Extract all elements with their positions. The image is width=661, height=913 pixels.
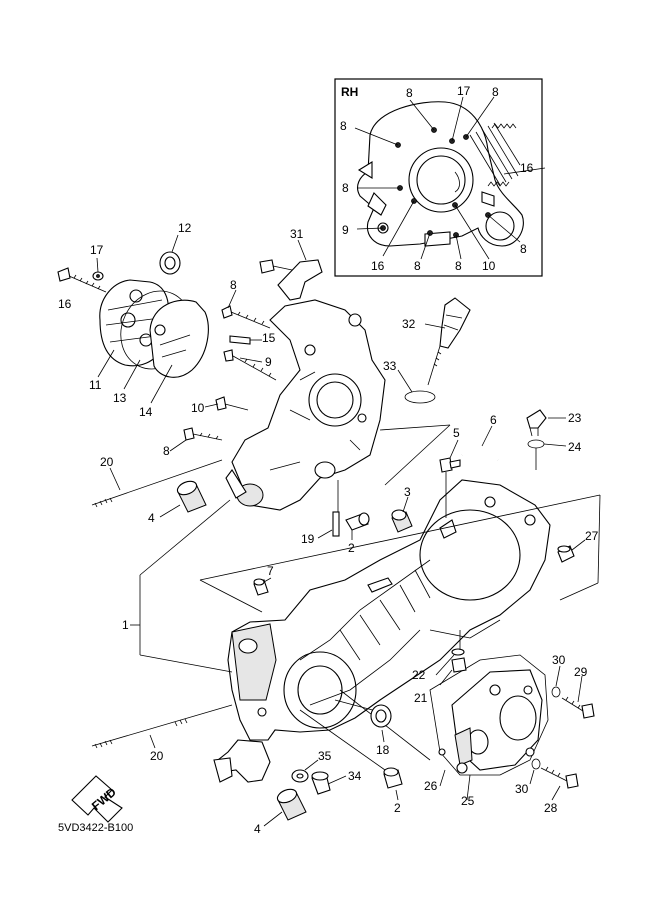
callout-c13: 13 (113, 391, 127, 405)
projection-lines (130, 424, 601, 771)
bolt-21 (435, 630, 467, 686)
callout-c23: 23 (568, 411, 582, 425)
callout-c30b: 30 (515, 782, 529, 796)
callout-c27: 27 (585, 529, 599, 543)
callout-r8f: 8 (455, 259, 462, 273)
part-code: 5VD3422-B100 (58, 822, 134, 834)
rh-inset: RH (334, 78, 546, 277)
dowel-2-lower (383, 767, 403, 801)
callout-c6: 6 (490, 413, 497, 427)
inset-leaders (354, 96, 546, 260)
bushing-4-upper (159, 480, 207, 518)
callout-c28: 28 (544, 801, 558, 815)
callout-c20b: 20 (150, 749, 164, 763)
bolt-28 (529, 758, 579, 801)
callout-c34: 34 (348, 769, 362, 783)
bolts-left (169, 289, 277, 452)
callout-c29: 29 (574, 665, 588, 679)
left-crankcase (225, 299, 386, 511)
stud-20-upper (91, 459, 223, 508)
dowel-7 (253, 577, 272, 596)
dipstick-32 (397, 297, 471, 404)
callout-c4b: 4 (254, 822, 261, 836)
dowel-27 (557, 539, 586, 563)
callout-c25: 25 (461, 794, 475, 808)
callout-c35: 35 (318, 749, 332, 763)
callout-r9: 9 (342, 223, 349, 237)
callout-c3: 3 (404, 485, 411, 499)
callout-c8b: 8 (163, 444, 170, 458)
lower-mount (213, 739, 307, 827)
seal-18 (370, 704, 392, 743)
callout-c8a: 8 (230, 278, 237, 292)
rh-inset-label: RH (341, 85, 358, 99)
callout-r16a: 16 (520, 161, 534, 175)
callout-r8d: 8 (342, 181, 349, 195)
callout-c4a: 4 (148, 511, 155, 525)
left-cover-group (57, 234, 209, 404)
callout-c7: 7 (267, 564, 274, 578)
callout-r8c: 8 (492, 85, 499, 99)
callout-c12: 12 (178, 221, 192, 235)
callout-c24: 24 (568, 440, 582, 454)
right-crankcase (227, 479, 551, 741)
callout-r17: 17 (457, 84, 471, 98)
callout-c10: 10 (191, 401, 205, 415)
fwd-arrow-icon: FWD (71, 775, 123, 823)
bolt-29 (551, 665, 595, 719)
callout-c26: 26 (424, 779, 438, 793)
callout-c18: 18 (376, 743, 390, 757)
plug-23 (526, 409, 567, 470)
callout-r8e: 8 (414, 259, 421, 273)
callout-c9: 9 (265, 355, 272, 369)
callout-r8b: 8 (406, 86, 413, 100)
fitting-5-hose-6 (439, 425, 500, 518)
pin-19-dowel-2 (317, 480, 370, 540)
callout-r16b: 16 (371, 259, 385, 273)
callout-c19: 19 (301, 532, 315, 546)
callout-c33: 33 (383, 359, 397, 373)
callout-r8g: 8 (520, 242, 527, 256)
callout-c11: 11 (89, 378, 102, 392)
callout-c5: 5 (453, 426, 460, 440)
callout-c16: 16 (58, 297, 72, 311)
callout-c21: 21 (414, 691, 428, 705)
callout-c22: 22 (412, 668, 426, 682)
plug-34 (291, 759, 347, 795)
callout-c32: 32 (402, 317, 416, 331)
stud-20-lower (91, 704, 233, 749)
callout-c31: 31 (290, 227, 304, 241)
callout-c15: 15 (262, 331, 276, 345)
callout-c1: 1 (122, 618, 129, 632)
callout-r8a: 8 (340, 119, 347, 133)
cover-25 (429, 654, 549, 801)
dowel-3 (391, 496, 413, 533)
callout-c14: 14 (139, 405, 153, 419)
callout-r10: 10 (482, 259, 496, 273)
callout-c20a: 20 (100, 455, 114, 469)
bracket-31 (259, 239, 323, 301)
callout-c30a: 30 (552, 653, 566, 667)
callout-c2b: 2 (394, 801, 401, 815)
callout-c17: 17 (90, 243, 104, 257)
spring-bundle (469, 122, 521, 187)
